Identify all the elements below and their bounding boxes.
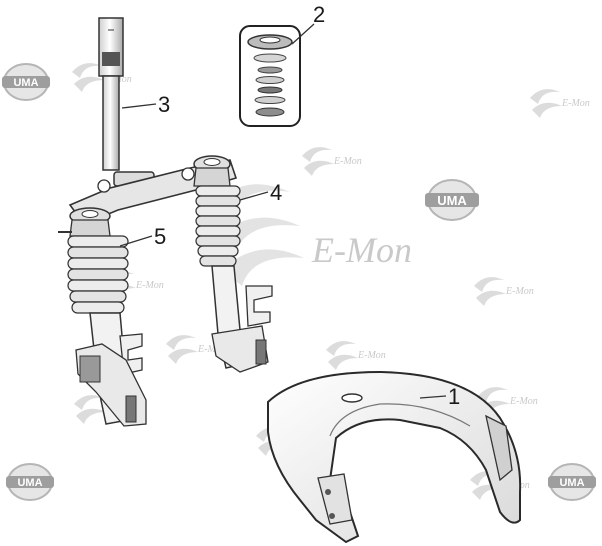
callout-4: 4 — [270, 180, 282, 205]
callout-1: 1 — [448, 384, 460, 409]
watermark-small: E-Mon — [530, 89, 590, 118]
callouts: 2 3 4 5 1 — [119, 2, 460, 409]
bearing-ring — [254, 96, 286, 104]
bearing-ring — [257, 86, 283, 94]
watermark-small-text: E-Mon — [561, 98, 590, 109]
watermark-swoosh — [72, 63, 104, 92]
part-2-bearing-kit — [239, 25, 301, 127]
callout-2: 2 — [313, 2, 325, 27]
axle-lug — [211, 325, 269, 373]
watermark-swoosh — [474, 277, 506, 306]
uma-logo: UMA — [425, 179, 479, 221]
callout-3: 3 — [158, 92, 170, 117]
watermark-small: E-Mon — [326, 341, 386, 370]
stem-tube — [102, 75, 120, 171]
watermark-small-text: E-Mon — [505, 286, 534, 297]
stem-thread-band — [102, 52, 120, 66]
fork-boot — [195, 185, 241, 267]
bearing-ring — [255, 107, 285, 117]
uma-logo: UMA — [6, 463, 54, 501]
watermark-small: E-Mon — [166, 335, 226, 364]
watermark-small-text: E-Mon — [357, 350, 386, 361]
bearing-ring — [255, 76, 285, 84]
bearing-ring — [253, 53, 287, 63]
part-4-right-fork-leg — [193, 155, 273, 373]
watermark-swoosh — [470, 471, 502, 500]
watermark-large-text: E-Mon — [311, 230, 412, 270]
part-3-steering-stem — [98, 17, 155, 187]
callout-5: 5 — [154, 224, 166, 249]
stem-thread — [98, 17, 124, 77]
brake-mount — [245, 285, 273, 327]
watermark-swoosh — [166, 335, 198, 364]
uma-logo: UMA — [2, 63, 50, 101]
bearing-ring — [257, 66, 283, 74]
watermark-swoosh — [302, 147, 334, 176]
part-5-left-fork-leg — [58, 207, 147, 427]
fender-mount-hole — [341, 393, 363, 403]
uma-logo: UMA — [548, 463, 596, 501]
watermark-small: E-Mon — [474, 277, 534, 306]
watermark-small: E-Mon — [302, 147, 362, 176]
watermark-swoosh — [530, 89, 562, 118]
uma-logo-text: UMA — [559, 477, 584, 489]
uma-logo-text: UMA — [17, 477, 42, 489]
watermark-small-text: E-Mon — [509, 396, 538, 407]
watermark-small-text: E-Mon — [333, 156, 362, 167]
watermark-small-text: E-Mon — [135, 280, 164, 291]
uma-logo-text: UMA — [437, 193, 467, 208]
uma-logo-text: UMA — [13, 77, 38, 89]
part-1-front-fender — [267, 370, 522, 544]
watermark-swoosh — [74, 395, 106, 424]
fork-boot — [67, 235, 129, 314]
watermark-small-text: E-Mon — [197, 344, 226, 355]
watermark-swoosh — [326, 341, 358, 370]
